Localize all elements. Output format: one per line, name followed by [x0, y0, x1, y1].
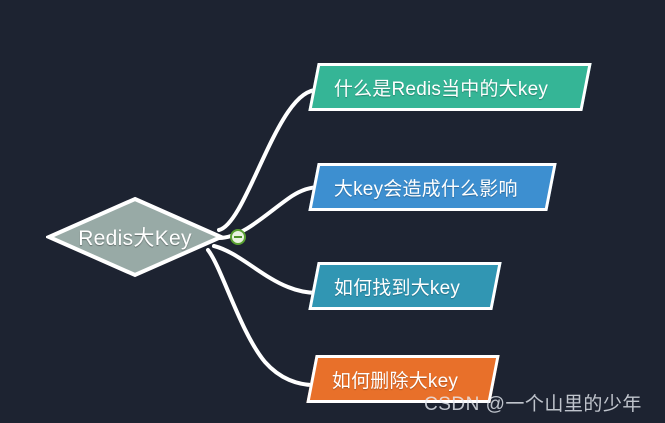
root-node-shape — [46, 196, 224, 278]
branch-node-1-label: 什么是Redis当中的大key — [334, 78, 549, 100]
connector-to-branch-3 — [212, 244, 320, 295]
connector-to-branch-1 — [217, 87, 322, 232]
branch-node-2[interactable]: 大key会造成什么影响 — [308, 163, 557, 211]
collapse-toggle-button[interactable] — [230, 229, 246, 245]
branch-node-3[interactable]: 如何找到大key — [308, 262, 502, 310]
watermark-text: CSDN @一个山里的少年 — [424, 394, 642, 415]
branch-node-3-label: 如何找到大key — [334, 277, 461, 299]
root-node-label: Redis大Key — [78, 227, 192, 250]
branch-node-2-label: 大key会造成什么影响 — [334, 178, 518, 200]
branch-node-1[interactable]: 什么是Redis当中的大key — [308, 63, 592, 111]
root-node[interactable]: Redis大Key — [46, 196, 224, 278]
